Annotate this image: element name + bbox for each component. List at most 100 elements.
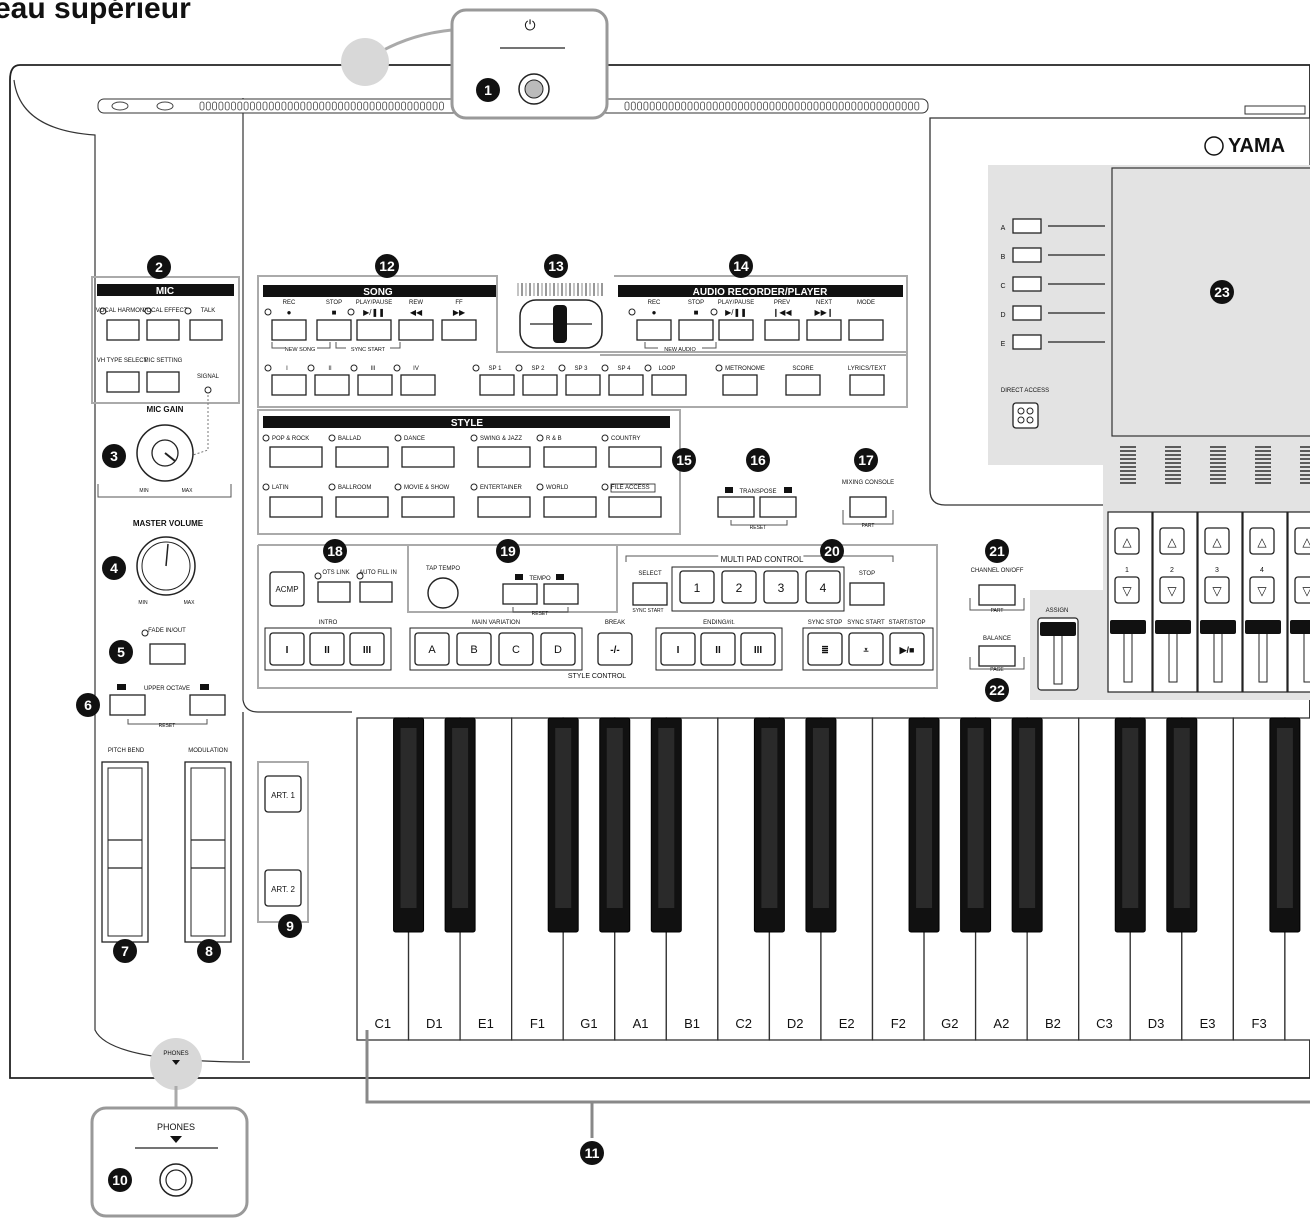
tempo-up-button[interactable] bbox=[543, 583, 579, 605]
intro-button[interactable] bbox=[269, 632, 305, 666]
song-section-button[interactable] bbox=[400, 374, 436, 396]
break-button[interactable] bbox=[597, 632, 633, 666]
tap-tempo-button[interactable] bbox=[427, 577, 459, 609]
style-category-button[interactable] bbox=[608, 446, 662, 468]
sync-control-button[interactable] bbox=[807, 632, 843, 666]
part-slider-handle[interactable] bbox=[1155, 620, 1191, 634]
song-transport-button[interactable] bbox=[316, 319, 352, 341]
transpose-up-button[interactable] bbox=[759, 496, 797, 518]
multi-pad-stop-button[interactable] bbox=[849, 582, 885, 606]
audio-transport-button[interactable] bbox=[718, 319, 754, 341]
style-category-button[interactable] bbox=[401, 496, 455, 518]
screen-side-button[interactable] bbox=[1012, 218, 1042, 234]
multi-pad-button[interactable] bbox=[679, 570, 715, 604]
part-slider-handle[interactable] bbox=[1245, 620, 1281, 634]
style-category-button[interactable] bbox=[335, 446, 389, 468]
song-sp-button[interactable] bbox=[608, 374, 644, 396]
part-up-button[interactable] bbox=[1249, 527, 1275, 555]
assign-slider-handle[interactable] bbox=[1040, 622, 1076, 636]
part-down-button[interactable] bbox=[1249, 576, 1275, 604]
style-category-button[interactable] bbox=[543, 496, 597, 518]
screen-side-button[interactable] bbox=[1012, 276, 1042, 292]
ending-button[interactable] bbox=[700, 632, 736, 666]
audio-transport-button[interactable] bbox=[806, 319, 842, 341]
sync-control-button[interactable] bbox=[889, 632, 925, 666]
style-category-button[interactable] bbox=[477, 446, 531, 468]
channel-on-off-button[interactable] bbox=[978, 584, 1016, 606]
sync-control-button[interactable] bbox=[848, 632, 884, 666]
tempo-down-button[interactable] bbox=[502, 583, 538, 605]
song-section-button[interactable] bbox=[271, 374, 307, 396]
balance-button[interactable] bbox=[978, 645, 1016, 667]
song-transport-button[interactable] bbox=[356, 319, 392, 341]
song-transport-button[interactable] bbox=[441, 319, 477, 341]
acmp-button[interactable] bbox=[269, 571, 305, 607]
part-slider-handle[interactable] bbox=[1110, 620, 1146, 634]
multi-pad-button[interactable] bbox=[721, 570, 757, 604]
song-section-button[interactable] bbox=[314, 374, 350, 396]
main-variation-button[interactable] bbox=[414, 632, 450, 666]
style-category-button[interactable] bbox=[477, 496, 531, 518]
modulation-wheel[interactable] bbox=[190, 767, 226, 937]
audio-transport-button[interactable] bbox=[764, 319, 800, 341]
audio-transport-button[interactable] bbox=[636, 319, 672, 341]
part-up-button[interactable] bbox=[1294, 527, 1310, 555]
intro-button[interactable] bbox=[349, 632, 385, 666]
style-category-button[interactable] bbox=[269, 446, 323, 468]
style-category-button[interactable] bbox=[608, 496, 662, 518]
audio-transport-button[interactable] bbox=[848, 319, 884, 341]
auto-fill-button[interactable] bbox=[359, 581, 393, 603]
mixing-console-button[interactable] bbox=[849, 496, 887, 518]
ending-button[interactable] bbox=[740, 632, 776, 666]
multi-pad-button[interactable] bbox=[805, 570, 841, 604]
pitch-bend-wheel[interactable] bbox=[107, 767, 143, 937]
mic-setting-button[interactable] bbox=[146, 371, 180, 393]
audio-transport-button[interactable] bbox=[678, 319, 714, 341]
multi-pad-select-button[interactable] bbox=[632, 582, 668, 606]
score-button[interactable] bbox=[785, 374, 821, 396]
part-down-button[interactable] bbox=[1159, 576, 1185, 604]
part-down-button[interactable] bbox=[1114, 576, 1140, 604]
art-1-button[interactable] bbox=[264, 775, 302, 813]
part-down-button[interactable] bbox=[1294, 576, 1310, 604]
style-category-button[interactable] bbox=[543, 446, 597, 468]
song-sp-button[interactable] bbox=[479, 374, 515, 396]
fade-button[interactable] bbox=[149, 643, 186, 665]
song-transport-button[interactable] bbox=[398, 319, 434, 341]
metronome-button[interactable] bbox=[722, 374, 758, 396]
vocal-harmony-button[interactable] bbox=[106, 319, 140, 341]
screen-side-button[interactable] bbox=[1012, 247, 1042, 263]
part-slider-handle[interactable] bbox=[1200, 620, 1236, 634]
song-sp-button[interactable] bbox=[651, 374, 687, 396]
art-2-button[interactable] bbox=[264, 869, 302, 907]
multi-pad-button[interactable] bbox=[763, 570, 799, 604]
talk-button[interactable] bbox=[189, 319, 223, 341]
direct-access-button[interactable] bbox=[1012, 402, 1039, 429]
style-category-button[interactable] bbox=[269, 496, 323, 518]
song-section-button[interactable] bbox=[357, 374, 393, 396]
part-up-button[interactable] bbox=[1159, 527, 1185, 555]
part-slider-handle[interactable] bbox=[1290, 620, 1310, 634]
main-variation-button[interactable] bbox=[540, 632, 576, 666]
part-up-button[interactable] bbox=[1204, 527, 1230, 555]
style-category-button[interactable] bbox=[401, 446, 455, 468]
ots-link-button[interactable] bbox=[317, 581, 351, 603]
vocal-effect-button[interactable] bbox=[146, 319, 180, 341]
main-variation-button[interactable] bbox=[456, 632, 492, 666]
octave-down-button[interactable] bbox=[109, 694, 146, 716]
transpose-down-button[interactable] bbox=[717, 496, 755, 518]
part-up-button[interactable] bbox=[1114, 527, 1140, 555]
ending-button[interactable] bbox=[660, 632, 696, 666]
screen-side-button[interactable] bbox=[1012, 334, 1042, 350]
main-variation-button[interactable] bbox=[498, 632, 534, 666]
style-category-button[interactable] bbox=[335, 496, 389, 518]
vh-type-select-button[interactable] bbox=[106, 371, 140, 393]
part-down-button[interactable] bbox=[1204, 576, 1230, 604]
lyrics-button[interactable] bbox=[849, 374, 885, 396]
song-sp-button[interactable] bbox=[522, 374, 558, 396]
octave-up-button[interactable] bbox=[189, 694, 226, 716]
song-transport-button[interactable] bbox=[271, 319, 307, 341]
song-sp-button[interactable] bbox=[565, 374, 601, 396]
intro-button[interactable] bbox=[309, 632, 345, 666]
screen-side-button[interactable] bbox=[1012, 305, 1042, 321]
